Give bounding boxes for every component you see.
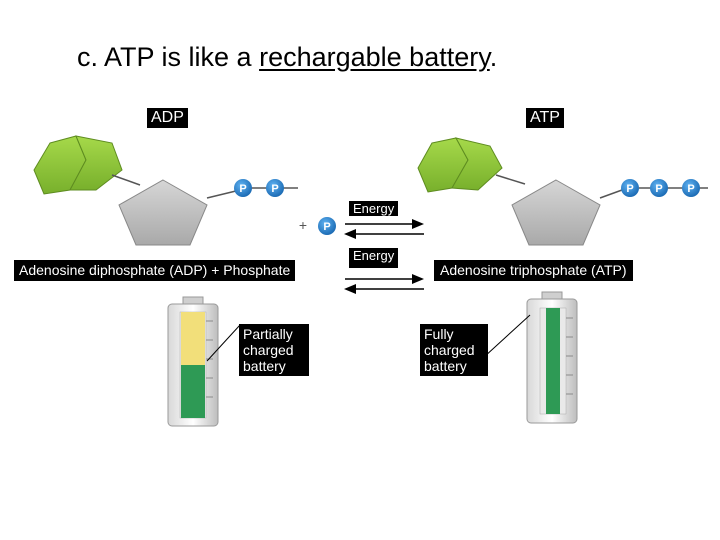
adp-phosphate-1: P — [234, 179, 252, 197]
reaction-arrows-top — [344, 219, 424, 239]
energy-label-bottom: Energy — [349, 248, 399, 268]
svg-text:P: P — [626, 183, 633, 195]
atp-ribose-pentagon — [511, 179, 601, 246]
full-battery-label: Fully charged battery — [420, 324, 488, 376]
atp-adenine-pentagon — [451, 137, 503, 191]
svg-text:P: P — [239, 183, 246, 195]
title-suffix: . — [489, 42, 498, 72]
partial-battery-label: Partially charged battery — [239, 324, 309, 376]
reaction-arrows-bottom — [344, 274, 424, 294]
partial-battery-empty-zone — [181, 312, 205, 365]
full-battery-charge — [546, 308, 560, 414]
slide-title: c. ATP is like a rechargable battery. — [77, 42, 497, 73]
partial-battery-charge — [181, 365, 205, 418]
title-prefix: c. ATP is like a — [77, 42, 260, 72]
atp-phosphate-1: P — [621, 179, 639, 197]
energy-label-top: Energy — [349, 201, 399, 216]
svg-text:P: P — [323, 221, 330, 233]
partial-battery — [167, 296, 241, 427]
svg-text:P: P — [271, 183, 278, 195]
atp-label: ATP — [526, 108, 564, 128]
adp-ribose-pentagon — [118, 179, 208, 246]
free-phosphate: P — [318, 217, 336, 235]
adp-adenine-pentagon — [69, 135, 123, 191]
title-underlined: rechargable battery — [259, 42, 490, 72]
full-battery — [471, 291, 578, 424]
svg-text:P: P — [655, 183, 662, 195]
atp-full-name-label: Adenosine triphosphate (ATP) — [434, 260, 633, 281]
adp-molecule: P P + P — [33, 135, 336, 246]
plus-sign: + — [299, 217, 307, 233]
adp-phosphate-label: Adenosine diphosphate (ADP) + Phosphate — [14, 260, 296, 281]
adp-phosphate-2: P — [266, 179, 284, 197]
svg-text:P: P — [687, 183, 694, 195]
adp-label: ADP — [147, 108, 188, 128]
atp-phosphate-2: P — [650, 179, 668, 197]
atp-phosphate-3: P — [682, 179, 700, 197]
atp-molecule: P P P — [417, 137, 708, 246]
